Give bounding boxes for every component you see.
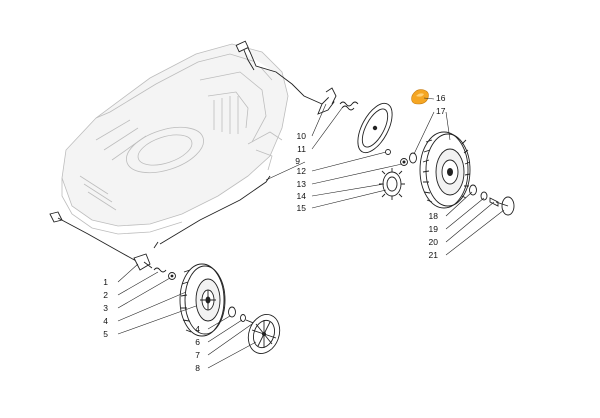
callout-15: 15 (297, 203, 307, 213)
callout-11: 11 (297, 144, 306, 154)
callout-4-front-hub: 4 (195, 324, 200, 334)
callout-21: 21 (429, 250, 439, 260)
front-small-parts (153, 267, 176, 280)
rear-small-parts (385, 149, 408, 166)
callout-9: 9 (295, 156, 300, 166)
height-adjust-lever-front (49, 211, 153, 271)
mower-deck-ghost (61, 43, 289, 235)
front-hub-parts (228, 306, 257, 325)
callout-10: 10 (297, 131, 307, 141)
height-adjust-lever-rear (235, 40, 337, 115)
callout-labels: 1 2 3 4 5 4 6 7 8 10 11 9 12 13 14 15 16… (103, 93, 445, 373)
rear-wheel (419, 131, 471, 209)
callout-6: 6 (195, 337, 200, 347)
spring-rear (339, 101, 359, 111)
highlighted-part-16 (411, 89, 429, 105)
drive-gear (379, 168, 405, 200)
callout-16: 16 (436, 93, 446, 103)
front-wheel-cover (247, 314, 281, 354)
callout-4: 4 (103, 316, 108, 326)
front-wheel (179, 263, 226, 337)
callout-14: 14 (297, 191, 307, 201)
callout-12: 12 (297, 166, 307, 176)
connecting-rod (153, 175, 271, 249)
callout-5: 5 (103, 329, 108, 339)
callout-1: 1 (103, 277, 108, 287)
callout-2: 2 (103, 290, 108, 300)
callout-19: 19 (429, 224, 439, 234)
callout-8: 8 (195, 363, 200, 373)
callout-20: 20 (429, 237, 439, 247)
wheel-cover-disc-rear (357, 102, 393, 154)
rear-hub-parts (469, 184, 515, 216)
callout-3: 3 (103, 303, 108, 313)
callout-17: 17 (436, 106, 446, 116)
callout-7: 7 (195, 350, 200, 360)
callout-18: 18 (429, 211, 439, 221)
leader-lines (117, 97, 505, 369)
callout-13: 13 (297, 179, 307, 189)
washer-17 (409, 152, 417, 164)
